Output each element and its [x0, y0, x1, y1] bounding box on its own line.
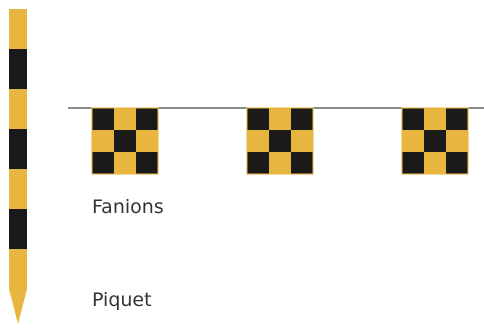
flag-cell: [402, 108, 424, 130]
flag-cell: [291, 108, 313, 130]
flag-cell: [402, 152, 424, 174]
flag-cell: [424, 152, 446, 174]
flags-label: Fanions: [92, 198, 164, 217]
flag-cell: [269, 152, 291, 174]
flag-cell: [114, 130, 136, 152]
flag-cell: [424, 130, 446, 152]
flag-cell: [114, 152, 136, 174]
flag-cell: [291, 130, 313, 152]
flag-cell: [269, 130, 291, 152]
stake-label: Piquet: [92, 291, 152, 310]
flag-cell: [402, 130, 424, 152]
stake-segment-yellow: [9, 89, 27, 129]
checkered-flag: [402, 108, 468, 174]
stake-segment-yellow: [9, 249, 27, 289]
stake-segment-black: [9, 49, 27, 89]
stake-tip: [9, 289, 27, 324]
flag-cell: [247, 108, 269, 130]
stake-segment-black: [9, 129, 27, 169]
checkered-flag: [92, 108, 158, 174]
flag-cell: [247, 152, 269, 174]
flag-cell: [136, 152, 158, 174]
flag-cell: [269, 108, 291, 130]
checkered-flag: [247, 108, 313, 174]
flag-cell: [136, 108, 158, 130]
flag-cell: [446, 152, 468, 174]
stake-segment-yellow: [9, 169, 27, 209]
flag-cell: [247, 130, 269, 152]
stake-segment-black: [9, 209, 27, 249]
stake-segment-yellow: [9, 9, 27, 49]
stake-group: [9, 9, 27, 324]
flag-cell: [424, 108, 446, 130]
flag-cell: [446, 108, 468, 130]
flag-cell: [92, 152, 114, 174]
flag-cell: [446, 130, 468, 152]
flag-cell: [92, 130, 114, 152]
flags-group: [92, 108, 468, 174]
flag-cell: [114, 108, 136, 130]
flag-cell: [136, 130, 158, 152]
flag-cell: [92, 108, 114, 130]
flag-cell: [291, 152, 313, 174]
